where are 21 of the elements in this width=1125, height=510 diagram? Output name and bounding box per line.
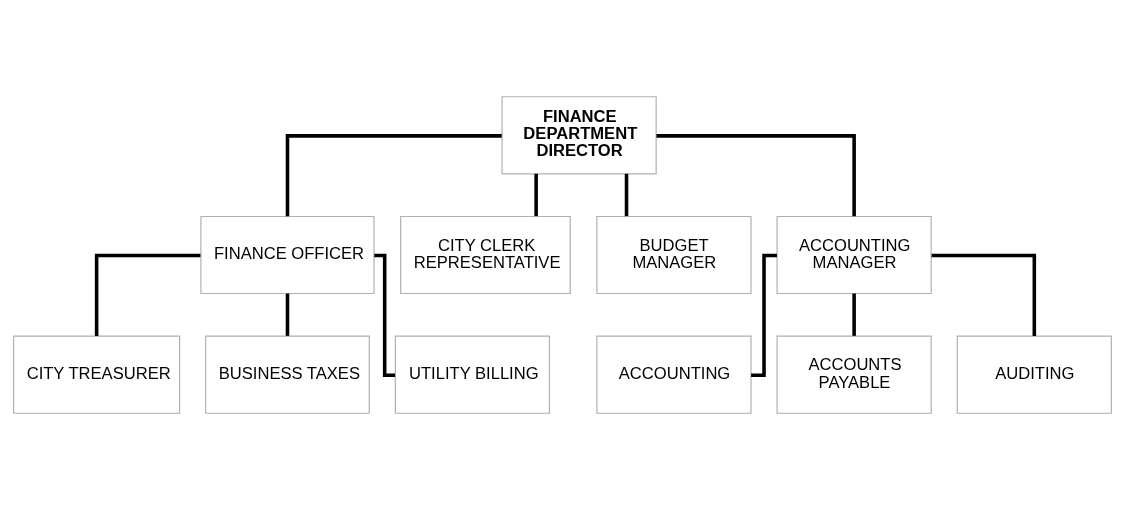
connector <box>534 173 538 217</box>
connector <box>285 293 290 336</box>
connector <box>374 253 396 378</box>
node-box: CITY TREASURER <box>13 335 181 414</box>
node-box: FINANCE OFFICER <box>200 215 375 295</box>
node-box: ACCOUNTING <box>596 335 752 414</box>
node-box: AUDITING <box>956 335 1112 414</box>
node-box: CITY CLERK REPRESENTATIVE <box>400 215 571 295</box>
node-box: UTILITY BILLING <box>394 335 551 414</box>
node-box: ACCOUNTS PAYABLE <box>776 335 932 414</box>
node-box: BUDGET MANAGER <box>596 215 752 295</box>
connector <box>751 253 777 378</box>
connector <box>624 173 629 217</box>
connector <box>285 134 502 217</box>
connector <box>931 253 1037 337</box>
connector <box>852 293 856 336</box>
connector <box>94 253 201 337</box>
node-box: BUSINESS TAXES <box>205 335 370 414</box>
node-box: FINANCE DEPARTMENT DIRECTOR <box>501 96 657 175</box>
connector <box>656 134 856 217</box>
node-box: ACCOUNTING MANAGER <box>776 215 932 295</box>
